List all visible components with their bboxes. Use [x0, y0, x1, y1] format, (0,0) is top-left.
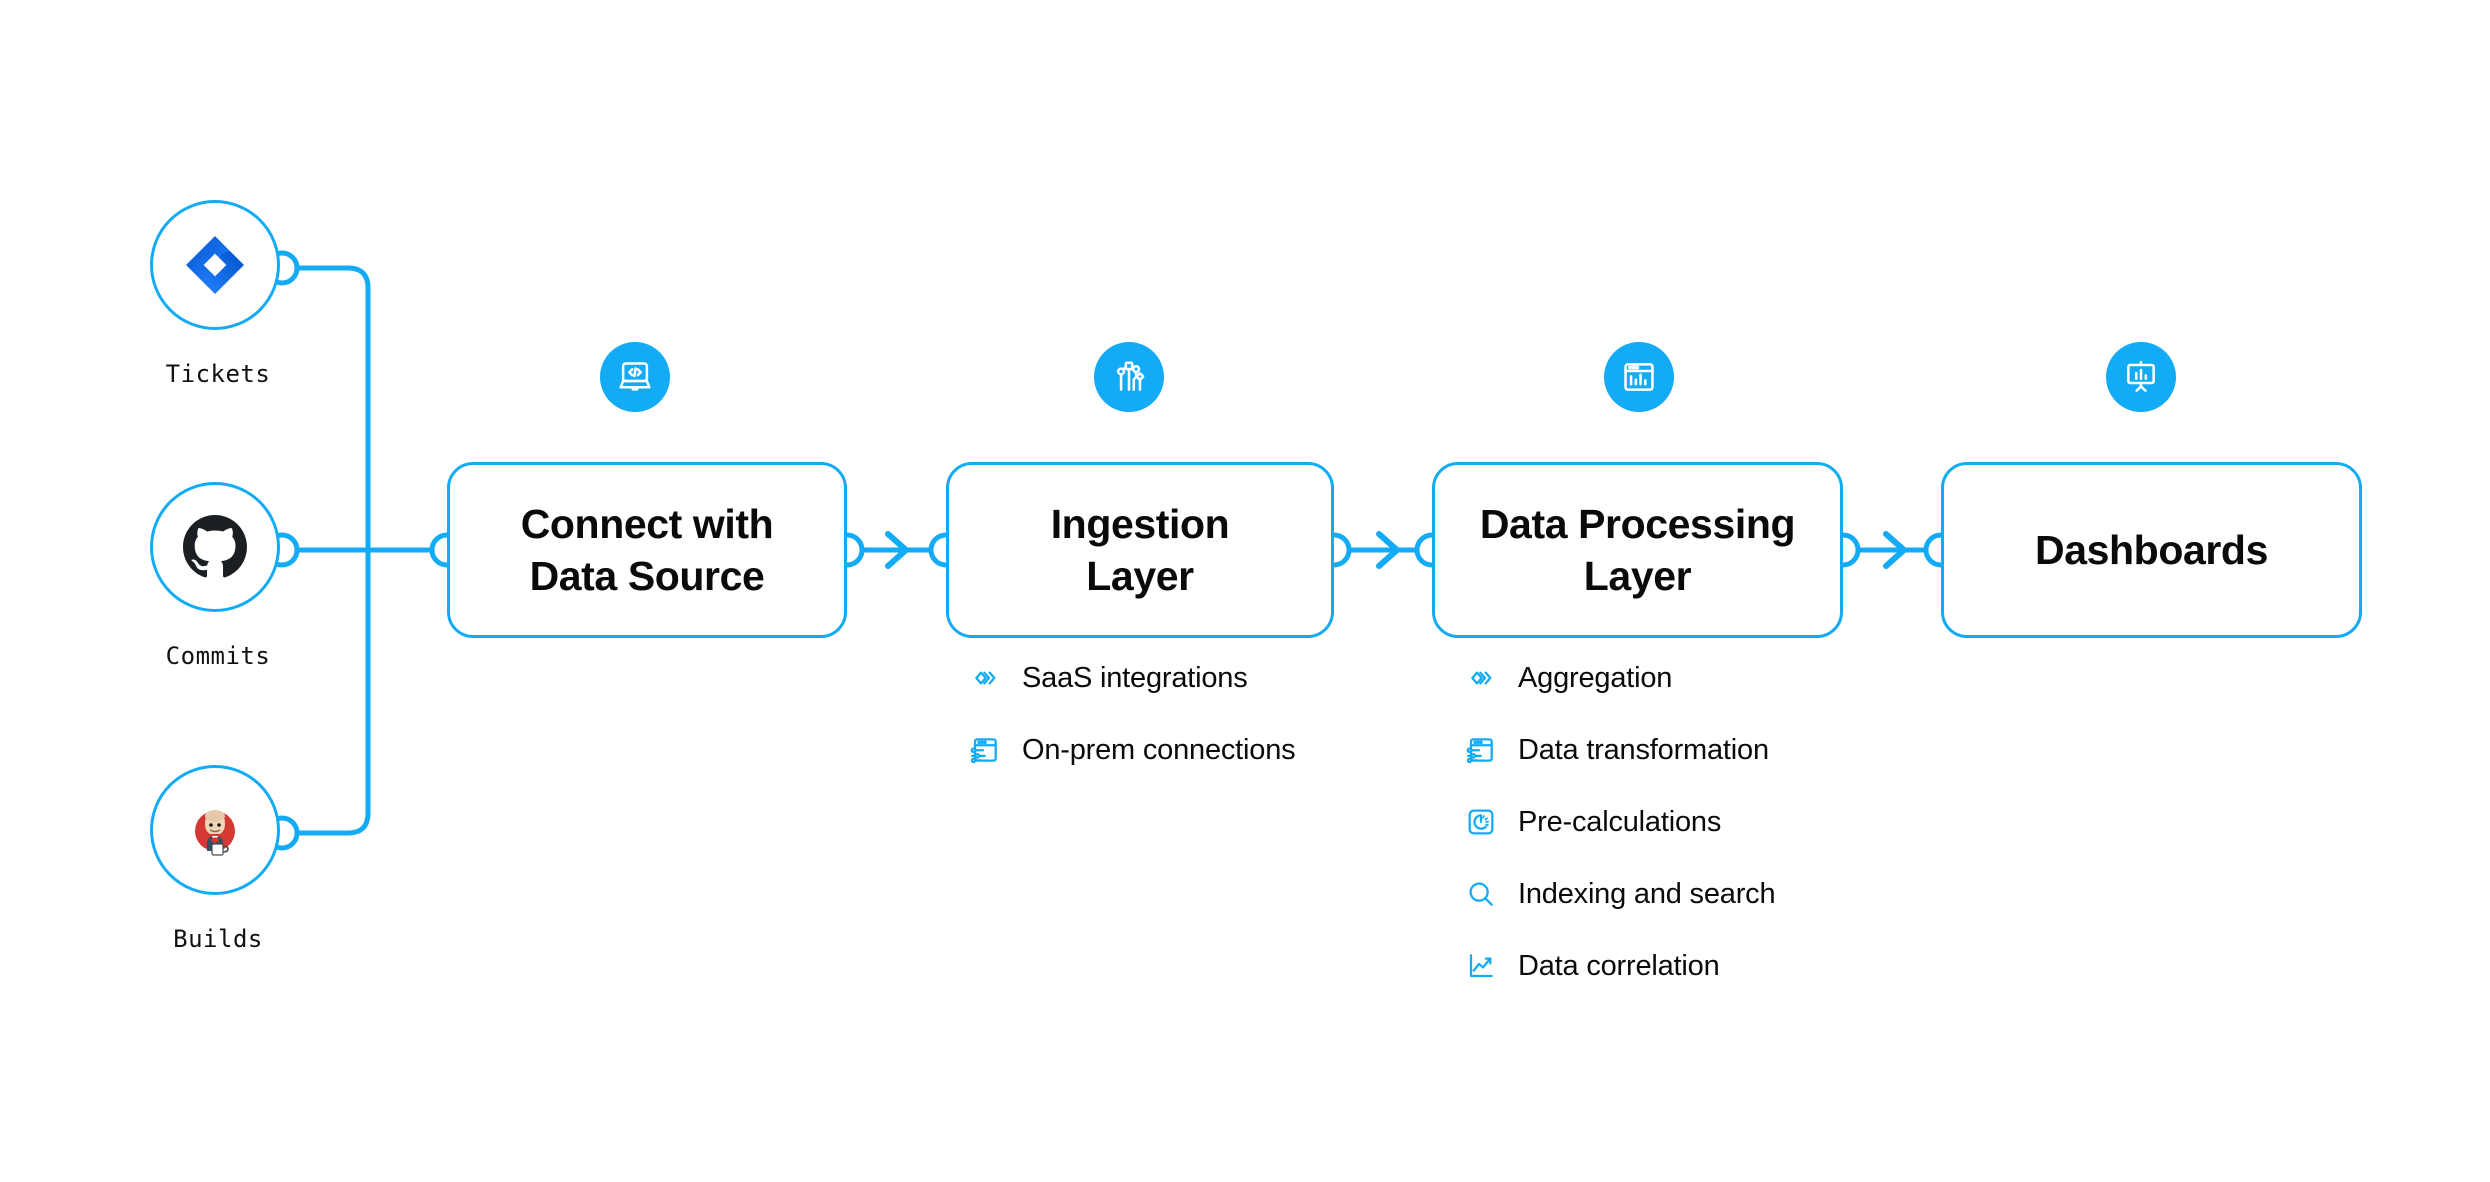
stage-icon-window-barchart — [1604, 342, 1674, 412]
stage-title-line1: Dashboards — [2035, 526, 2268, 573]
stage-title-line2: Data Source — [529, 553, 765, 599]
stage-box-connect-with-data-source[interactable]: Connect with Data Source — [447, 462, 847, 638]
window-sliders-icon — [1464, 733, 1498, 767]
arrow-right-icon — [1376, 531, 1400, 569]
stage-title-line1: Data Processing — [1479, 500, 1796, 547]
wire-builds — [284, 557, 371, 836]
line-chart-icon — [1464, 949, 1498, 983]
stage-icon-circuit-nodes — [1094, 342, 1164, 412]
github-logo-icon — [183, 515, 247, 578]
jira-logo-icon — [186, 236, 244, 294]
stage-title: Connect with Data Source — [507, 498, 788, 603]
stage-title: Ingestion Layer — [1037, 498, 1244, 603]
list-item-label: Data correlation — [1518, 949, 1720, 982]
magnifier-icon — [1464, 877, 1498, 911]
source-label: Commits — [165, 642, 271, 670]
list-item[interactable]: SaaS integrations — [968, 655, 1295, 701]
list-item[interactable]: Indexing and search — [1464, 871, 1776, 917]
stage-box-ingestion-layer[interactable]: Ingestion Layer — [946, 462, 1334, 638]
presentation-chart-icon — [2127, 360, 2155, 392]
stage-box-data-processing-layer[interactable]: Data Processing Layer — [1432, 462, 1843, 638]
stage-title-line1: Ingestion — [1050, 500, 1230, 547]
source-ring — [150, 765, 280, 895]
source-ring — [150, 482, 280, 612]
list-item[interactable]: Pre-calculations — [1464, 799, 1775, 845]
source-node-builds[interactable]: Builds — [150, 765, 286, 953]
gauge-square-icon — [1464, 805, 1498, 839]
stage-title: Data Processing Layer — [1466, 498, 1809, 603]
source-label: Builds — [173, 925, 263, 953]
source-node-tickets[interactable]: Tickets — [150, 200, 286, 388]
jenkins-logo-icon — [195, 810, 235, 856]
list-item[interactable]: Data correlation — [1464, 943, 1775, 989]
chevrons-stack-icon — [1464, 661, 1498, 695]
list-item[interactable]: Aggregation — [1464, 655, 1775, 701]
stage-box-dashboards[interactable]: Dashboards — [1941, 462, 2362, 638]
stage-title: Dashboards — [2021, 524, 2282, 576]
stage-title-line2: Layer — [1583, 553, 1692, 599]
arrow-right-icon — [885, 531, 909, 569]
chevrons-stack-icon — [968, 661, 1002, 695]
stage-title-line2: Layer — [1086, 553, 1194, 599]
bullet-list-ingestion: SaaS integrations On-prem conne — [968, 655, 1296, 799]
list-item-label: Indexing and search — [1518, 877, 1776, 910]
stage-icon-presentation-chart — [2106, 342, 2176, 412]
list-item-label: Pre-calculations — [1518, 805, 1722, 838]
source-node-commits[interactable]: Commits — [150, 482, 286, 670]
window-sliders-icon — [968, 733, 1002, 767]
list-item[interactable]: Data transformation — [1464, 727, 1775, 773]
stage-title-line1: Connect with — [520, 500, 774, 547]
laptop-code-icon — [619, 362, 651, 391]
list-item-label: Aggregation — [1518, 661, 1673, 694]
list-item[interactable]: On-prem connections — [968, 727, 1296, 773]
list-item-label: SaaS integrations — [1022, 661, 1248, 694]
circuit-nodes-icon — [1116, 361, 1145, 391]
wire-tickets — [284, 265, 371, 533]
arrow-right-icon — [1883, 531, 1907, 569]
source-label: Tickets — [165, 360, 271, 388]
stage-icon-laptop-code — [600, 342, 670, 412]
source-ring — [150, 200, 280, 330]
window-barchart-icon — [1624, 363, 1654, 391]
list-item-label: On-prem connections — [1022, 733, 1296, 766]
bullet-list-data-processing: Aggregation Data transformation — [1464, 655, 1776, 1015]
list-item-label: Data transformation — [1518, 733, 1769, 766]
